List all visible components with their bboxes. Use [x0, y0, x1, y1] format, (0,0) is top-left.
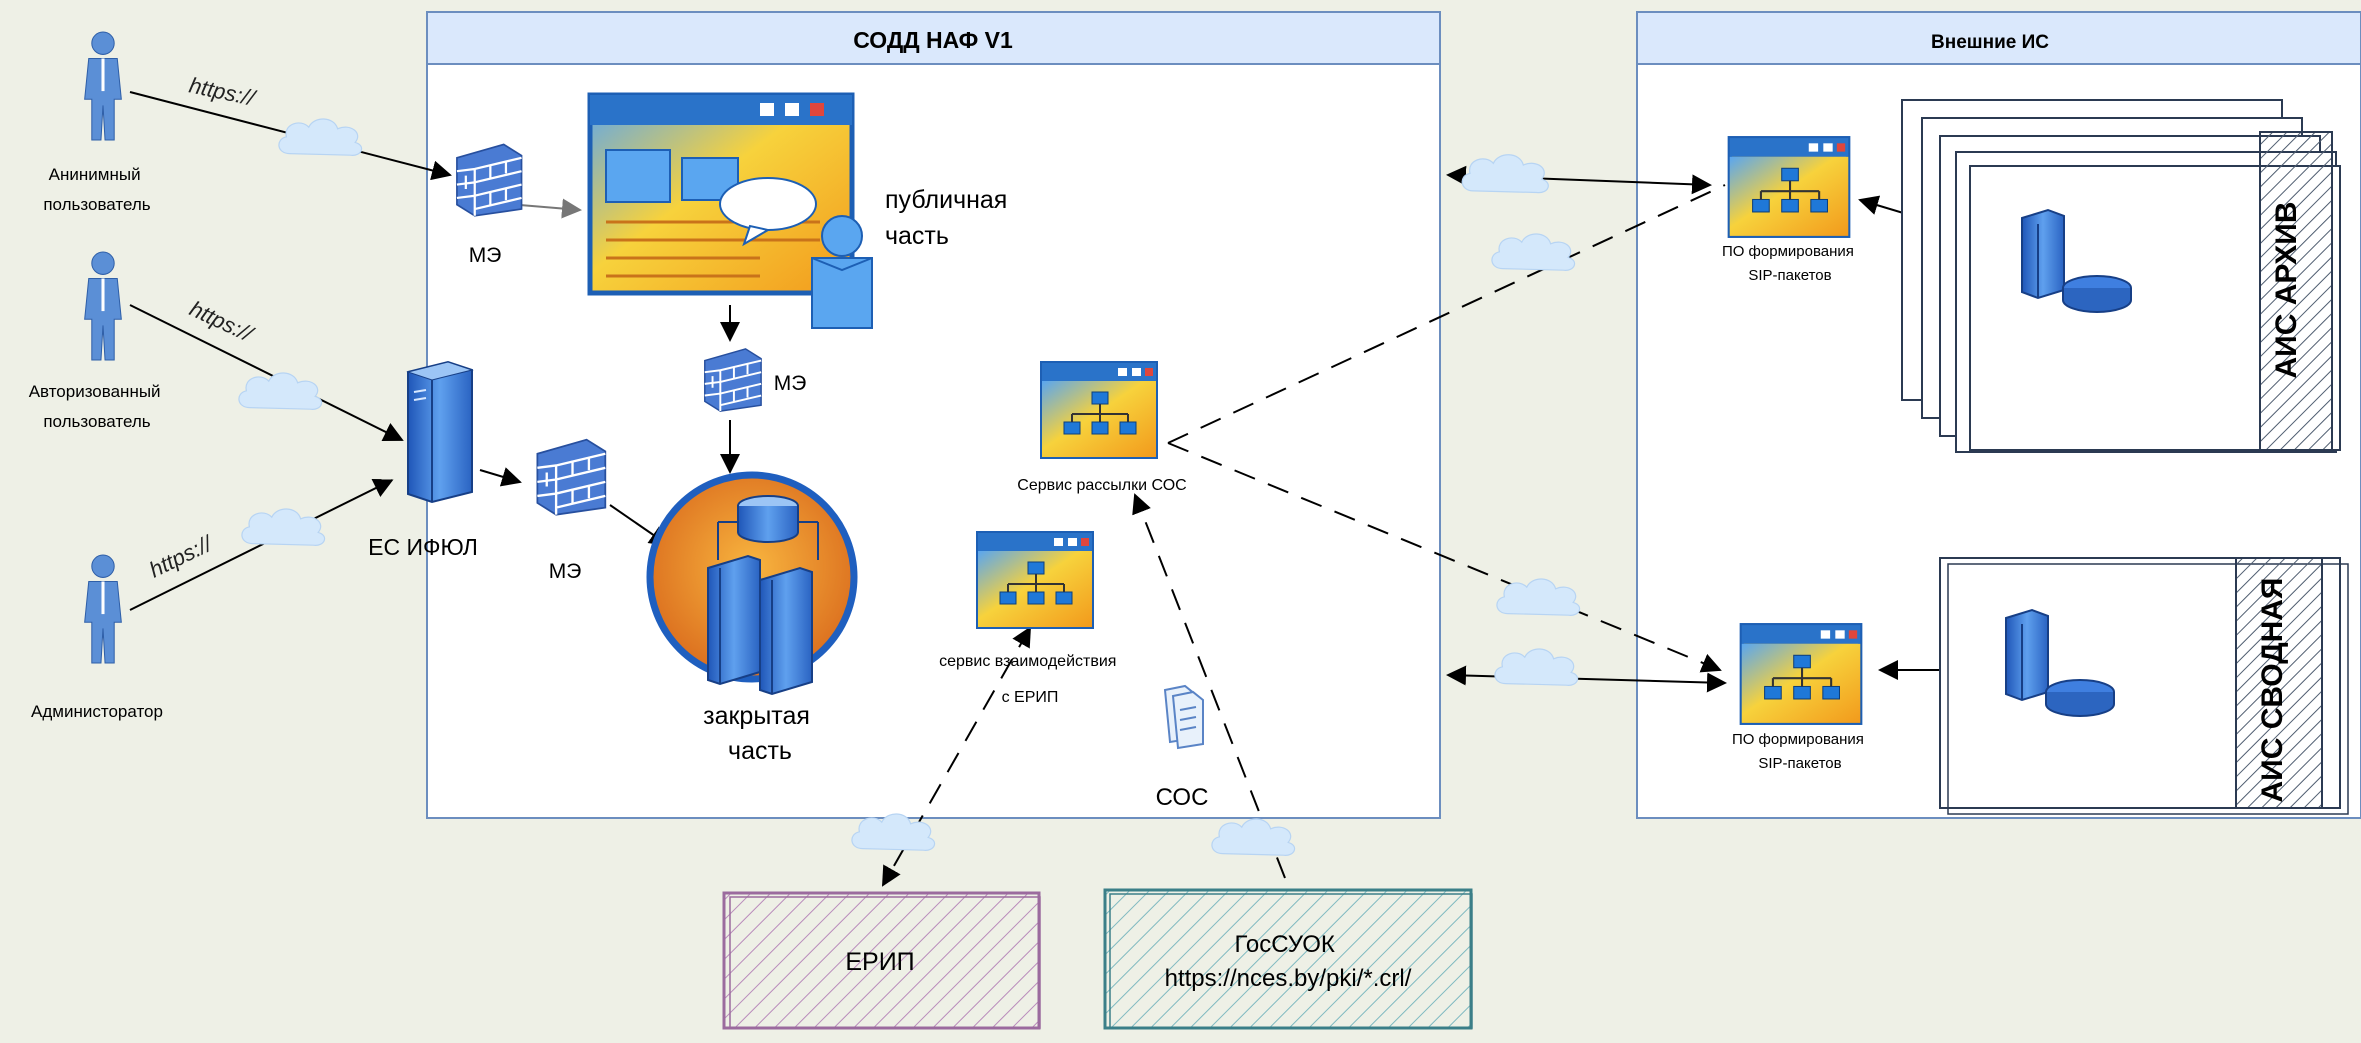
- erip-box: [722, 891, 1041, 1030]
- es-ifyul-label: ЕС ИФЮЛ: [368, 534, 478, 560]
- sip-top-service-icon: [1730, 138, 1849, 236]
- anonymous-user-label: Анинимный пользователь: [43, 165, 150, 214]
- ais-summary-label: АИС СВОДНАЯ: [2256, 577, 2289, 802]
- sodd-panel-header: [426, 11, 1441, 65]
- cloud-icon: [1496, 578, 1581, 617]
- public-part-label: публичная часть: [885, 186, 1014, 250]
- https-label: https://: [186, 296, 258, 347]
- coc-to-sip-bottom-dashed: [1167, 442, 1722, 673]
- cloud-icon: [851, 813, 936, 852]
- cloud-icon: [1494, 648, 1579, 687]
- admin-user-label: Администоратор: [31, 702, 163, 721]
- sodd-to-sip-bottom-line: [1446, 665, 1727, 693]
- sodd-panel: [426, 11, 1441, 819]
- admin-to-es-line: [129, 479, 394, 611]
- erip-label: ЕРИП: [845, 948, 914, 976]
- external-panel-title: Внешние ИС: [1931, 32, 2049, 53]
- ais-archive-tab: [2259, 131, 2333, 451]
- external-panel-header: [1636, 11, 2361, 65]
- https-label: https://: [145, 530, 217, 582]
- cloud-icon: [1461, 154, 1549, 194]
- gossuok-box: [1103, 888, 1473, 1030]
- coc-service-icon: [1042, 363, 1156, 457]
- cloud-icon: [238, 372, 323, 411]
- closed-part-label: закрытая часть: [703, 702, 817, 765]
- firewall-to-public-line: [519, 198, 582, 219]
- erip-service-label: сервис взаимодействия с ЕРИП: [939, 653, 1121, 706]
- sodd-panel-title: СОДД НАФ V1: [853, 27, 1013, 53]
- firewall-label: МЭ: [469, 244, 502, 267]
- coc-service-label: Сервис рассылки СОС: [1017, 477, 1186, 494]
- gossuok-box-sketch: [1109, 893, 1473, 1029]
- firewall-label: МЭ: [774, 372, 807, 395]
- firewall-label: МЭ: [549, 560, 582, 583]
- authorized-user-label: Авторизованный пользователь: [29, 382, 166, 431]
- sip-bottom-label: ПО формирования SIP-пакетов: [1732, 731, 1868, 772]
- ais-summary-frame-shadow: [1947, 563, 2349, 815]
- ais-archive-label: АИС АРХИВ: [2270, 202, 2303, 379]
- ais-summary-tab: [2235, 557, 2323, 809]
- cloud-icon: [1491, 233, 1576, 272]
- cloud-icon: [1211, 818, 1296, 857]
- gossuok-to-coc-dashed: [1132, 493, 1286, 879]
- authorized-user-icon: [83, 250, 123, 362]
- sip-bottom-service-icon: [1742, 625, 1861, 723]
- https-label: https://: [187, 72, 259, 111]
- sip-top-label: ПО формирования SIP-пакетов: [1722, 243, 1858, 284]
- public-part-icon: [587, 92, 873, 329]
- summary-server-icon: [2005, 608, 2115, 717]
- cloud-icon: [278, 118, 363, 157]
- coc-to-sip-top-dashed: [1167, 184, 1726, 444]
- erip-service-icon: [978, 533, 1092, 627]
- archive-server-icon: [2021, 208, 2132, 313]
- firewall-icon: [536, 438, 607, 516]
- auth-to-es-line: [129, 304, 404, 441]
- admin-user-icon: [83, 553, 123, 665]
- gossuok-label: ГосСУОК https://nces.by/pki/*.crl/: [1165, 931, 1412, 992]
- firewall-icon: [703, 347, 763, 413]
- document-icon: [1163, 684, 1204, 750]
- closed-part-icon: [646, 471, 858, 696]
- es-ifyul-server-icon: [406, 360, 474, 504]
- coc-document-label: СОС: [1156, 784, 1209, 811]
- cloud-icon: [241, 508, 326, 547]
- firewall-icon: [455, 143, 523, 217]
- erip-box-sketch: [729, 896, 1041, 1029]
- es-to-firewall-line: [479, 467, 522, 487]
- erip-service-to-erip-dashed: [882, 626, 1031, 887]
- anonymous-user-icon: [83, 30, 123, 142]
